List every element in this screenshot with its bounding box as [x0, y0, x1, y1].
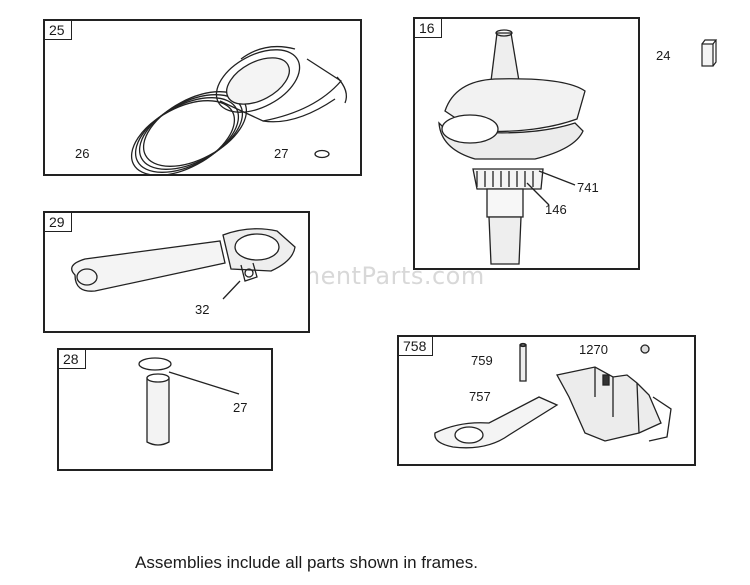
part-label-27-pin: 27 — [233, 400, 248, 415]
frame-28-piston-pin-assembly: 28 27 — [57, 348, 273, 471]
part-label-24: 24 — [656, 48, 671, 63]
part-label-26: 26 — [75, 146, 90, 161]
frame-16-crankshaft-assembly: 16 741 146 — [413, 17, 640, 270]
crankshaft-drawing — [438, 29, 586, 265]
frame-29-connecting-rod-assembly: 29 32 — [43, 211, 310, 333]
frame-758-governor-assembly: 758 759 1270 757 — [397, 335, 696, 466]
frame-758-tag: 758 — [398, 336, 434, 356]
part-label-32: 32 — [195, 302, 210, 317]
frame-28-tag: 28 — [58, 349, 86, 369]
part-label-27: 27 — [274, 146, 289, 161]
frame-29-tag: 29 — [44, 212, 72, 232]
piston-rings-drawing — [130, 45, 348, 176]
part-label-146: 146 — [545, 202, 567, 217]
part-label-759: 759 — [471, 353, 493, 368]
part-label-757: 757 — [469, 389, 491, 404]
connecting-rod-drawing — [71, 228, 296, 300]
governor-parts-drawing — [434, 342, 672, 449]
part-label-741: 741 — [577, 180, 599, 195]
assemblies-note: Assemblies include all parts shown in fr… — [135, 553, 478, 572]
frame-25-piston-assembly: 25 26 27 — [43, 19, 362, 176]
part-label-1270: 1270 — [579, 342, 608, 357]
piston-pin-drawing — [138, 357, 240, 446]
frame-25-tag: 25 — [44, 20, 72, 40]
frame-16-tag: 16 — [414, 18, 442, 38]
